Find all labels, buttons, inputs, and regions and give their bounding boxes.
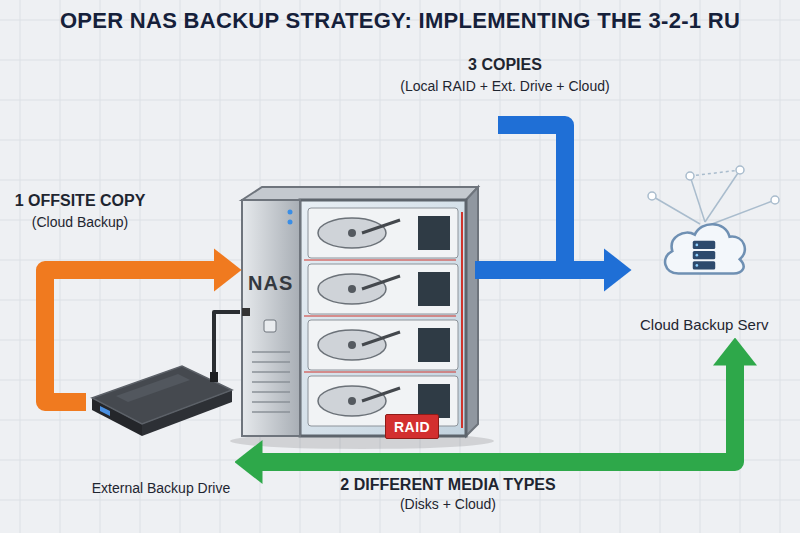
- external-drive: External Backup Drive: [86, 350, 236, 502]
- grid-line: [0, 140, 800, 141]
- usb-plug: [210, 372, 218, 382]
- usb-cable: [214, 312, 240, 350]
- power-button: [264, 320, 276, 332]
- server-led: [696, 254, 699, 257]
- nas-illustration: [242, 187, 478, 436]
- cloud-network: [652, 196, 700, 224]
- arrow-subcaption: (Disks + Cloud): [400, 496, 496, 512]
- cloud-network: [771, 196, 779, 204]
- cloud-network: [736, 166, 744, 174]
- cloud-backup-server: Cloud Backup Serv: [630, 212, 792, 339]
- red-wire: [304, 260, 456, 372]
- cloud-network: [686, 172, 694, 180]
- nas-illustration: [466, 187, 478, 436]
- drive-bay: [308, 208, 458, 258]
- cloud-network: [705, 170, 740, 222]
- arrow-caption: 1 OFFSITE COPY: [15, 192, 146, 210]
- flow-arrow-branch: [498, 125, 565, 270]
- cloud-network: [712, 200, 775, 224]
- arrow-caption: 3 COPIES: [468, 56, 542, 74]
- nas-illustration: [300, 200, 466, 436]
- arrow-subcaption: (Local RAID + Ext. Drive + Cloud): [400, 78, 609, 94]
- drive-bay: [362, 332, 400, 345]
- drive-bay: [318, 218, 386, 248]
- drive-bay: [318, 330, 386, 360]
- server-led: [696, 264, 699, 267]
- grid-line: [20, 0, 21, 533]
- vent: [252, 371, 290, 373]
- vent: [252, 411, 290, 413]
- flow-arrow: [475, 261, 604, 279]
- drive-bay: [362, 276, 400, 289]
- drive-bay: [308, 320, 458, 370]
- grid-line: [780, 0, 781, 533]
- node-label: NAS: [248, 272, 293, 295]
- drive-bay: [362, 388, 400, 401]
- cloud-network: [690, 170, 740, 176]
- cloud-icon: [658, 212, 750, 284]
- server-icon: [693, 251, 715, 259]
- drive-bay: [362, 220, 400, 233]
- grid-line: [0, 100, 800, 101]
- drive-bay: [348, 397, 356, 405]
- cloud-shape: [665, 224, 745, 273]
- drive-bay: [318, 386, 386, 416]
- drive-bay: [308, 208, 458, 258]
- drive-bay: [418, 384, 450, 418]
- vent: [252, 352, 290, 412]
- node-label: Cloud Backup Serv: [640, 316, 768, 333]
- cloud-network: [690, 176, 705, 222]
- drive-sheen: [116, 374, 190, 402]
- drive-bay: [418, 272, 450, 306]
- vent: [252, 351, 290, 353]
- vent: [252, 361, 290, 363]
- nas-illustration: [242, 187, 478, 200]
- grid-line: [0, 180, 800, 181]
- arrow-subcaption: (Cloud Backup): [32, 214, 129, 230]
- vent: [252, 391, 290, 393]
- drive-bay: [418, 328, 450, 362]
- drive-bay: [348, 341, 356, 349]
- status-led: [288, 210, 293, 215]
- arrow-caption: 2 DIFFERENT MEDIA TYPES: [340, 476, 555, 494]
- node-label: RAID: [394, 419, 430, 436]
- vent: [252, 381, 290, 383]
- flow-arrow: [262, 365, 735, 462]
- server-icon: [693, 261, 715, 269]
- drive-bay: [308, 264, 458, 314]
- usb-port: [100, 406, 110, 416]
- status-led: [288, 220, 293, 225]
- drive-bay: [418, 216, 450, 250]
- drive-bay: [308, 264, 458, 314]
- drive-bay: [318, 274, 386, 304]
- grid-line: [220, 0, 221, 533]
- drive-bay: [348, 229, 356, 237]
- nas-unit: NAS RAID: [240, 188, 475, 440]
- red-wire: [461, 212, 463, 428]
- drive-bay: [348, 285, 356, 293]
- cloud-network: [648, 192, 656, 200]
- drive-bay: [308, 320, 458, 370]
- usb-port: [242, 308, 250, 316]
- vent: [252, 401, 290, 403]
- front-panel: [242, 200, 300, 436]
- server-led: [696, 244, 699, 247]
- raid-tag: RAID: [385, 414, 439, 439]
- diagram-title: OPER NAS BACKUP STRATEGY: IMPLEMENTING T…: [60, 8, 740, 34]
- cloud-network: [648, 166, 779, 224]
- drive-icon: [86, 350, 236, 460]
- grid-line: [0, 60, 800, 61]
- node-label: External Backup Drive: [92, 480, 231, 496]
- drive-top: [92, 366, 232, 424]
- server-icon: [693, 241, 715, 249]
